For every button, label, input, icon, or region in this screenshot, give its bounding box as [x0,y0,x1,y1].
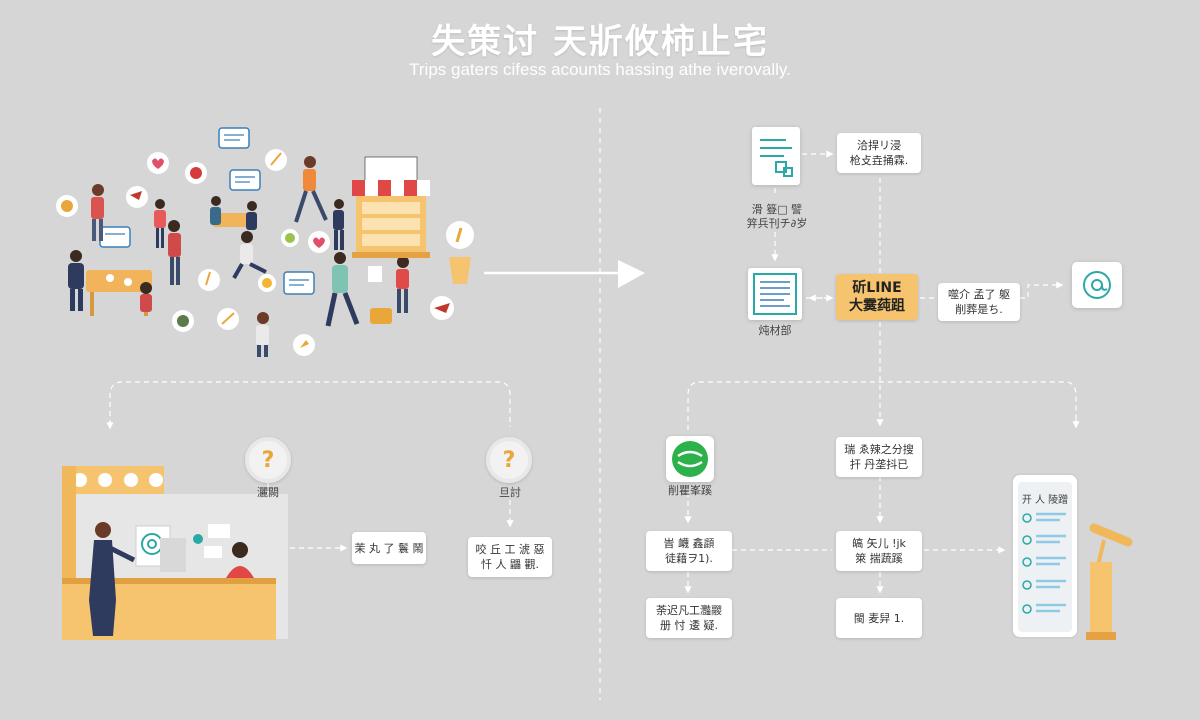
right-step-box: 咬 丘 工 淲 惡 忏 人 鼺 觀. [468,537,552,577]
doc-step-line-1: 洽捍リ浸 [857,139,901,152]
person-figure [396,256,409,313]
at-sign-icon [1072,262,1122,308]
messaging-app-icon [666,436,714,482]
step-box-a-line-1: 旹 衊 鑫頿 [663,537,715,550]
mid-step-line-2: 扞 丹垄抖已 [849,458,909,471]
page-title: 失策讨 天斨攸柿止宅 [431,22,769,62]
telescope-illustration [1086,523,1133,640]
chat-bubble-icon [218,127,250,149]
main-arrow [484,260,645,288]
person-figure [68,250,84,311]
document-icon [752,127,800,185]
doc-step-box: 洽捍リ浸 枪攴垚捅霖. [837,133,921,173]
person-figure [154,199,166,248]
person-figure [91,184,104,241]
list-document-icon [748,268,802,320]
table-group [86,270,152,316]
step-box-c-line-1: 荼迟凡工灩鬷 [656,604,722,617]
step-box-a-line-2: 徒藉ヲ1). [665,552,713,565]
right-flow-connectors [684,150,1077,594]
page-subtitle: Trips gaters cifess acounts hassing athe… [409,60,791,79]
step-box-c-line-2: 册 忖 逶 疑. [660,619,718,632]
right-step-line-2: 忏 人 鼺 觀. [481,558,539,571]
person-figure [168,220,181,285]
chat-bubble-icon [99,226,131,248]
right-step-line-1: 咬 丘 工 淲 惡 [475,543,545,556]
person-figure [232,231,267,279]
chat-bubble-icon [283,271,315,295]
step-box-a: 旹 衊 鑫頿 徒藉ヲ1). [646,531,732,571]
table-group [210,196,257,230]
step-box-c: 荼迟凡工灩鬷 册 忖 逶 疑. [646,598,732,638]
lamp-icon [446,221,474,284]
line-step-line-1: 斫LINE [852,280,902,296]
checklist-title: 开 人 陵蹭 [1021,495,1069,506]
question-caption-2: 旦討 [499,486,521,499]
note-step-box: 噬介 孟了 躯 削葬是ち. [938,283,1020,321]
question-bubble-icon: ? [245,437,291,483]
chat-bubble-icon [229,169,261,191]
line-step-line-2: 大霙莼跙 [849,298,905,314]
question-caption-1: 灑闕 [257,486,279,499]
note-step-line-2: 削葬是ち. [955,303,1003,316]
doc-step-line-2: 枪攴垚捅霖. [849,154,909,167]
people-scene-illustration [56,127,454,357]
mid-step-box: 瑞 ゑ辣之分搜 扞 丹垄抖已 [836,437,922,477]
step-box-d-text: 閩 麦舁 1. [853,611,905,625]
left-step-box: 茉 丸 了 鬟 鬧 [352,532,426,564]
note-step-line-1: 噬介 孟了 躯 [948,288,1010,301]
doc-caption: 滑 簦□ 譬 笄兵刊チ∂岁 [735,203,819,231]
app-caption: 削瞿峯蹊 [668,484,712,497]
line-step-box: 斫LINE 大霙莼跙 [836,274,918,320]
step-box-b: 皜 矢儿 !jk 箂 揣蔬蹊 [836,531,922,571]
bag-icon [370,308,392,324]
music-icon [198,269,220,291]
person-figure [325,252,360,327]
shop-stall-illustration [352,156,430,258]
doc-caption-line-2: 笄兵刊チ∂岁 [746,217,808,230]
person-figure [333,199,344,250]
person-figure [294,156,328,223]
question-bubble-icon: ? [486,437,532,483]
doc-caption-line-1: 滑 簦□ 譬 [751,203,803,216]
list-caption: 炖材部 [758,324,792,337]
step-box-b-line-1: 皜 矢儿 !jk [852,537,906,550]
step-box-b-line-2: 箂 揣蔬蹊 [855,552,903,565]
store-counter-illustration [62,466,288,640]
step-box-d: 閩 麦舁 1. [836,598,922,638]
left-step-text: 茉 丸 了 鬟 鬧 [354,541,424,555]
person-figure [256,312,269,357]
mid-step-line-1: 瑞 ゑ辣之分搜 [844,443,914,456]
phone-checklist-illustration [1011,473,1079,639]
